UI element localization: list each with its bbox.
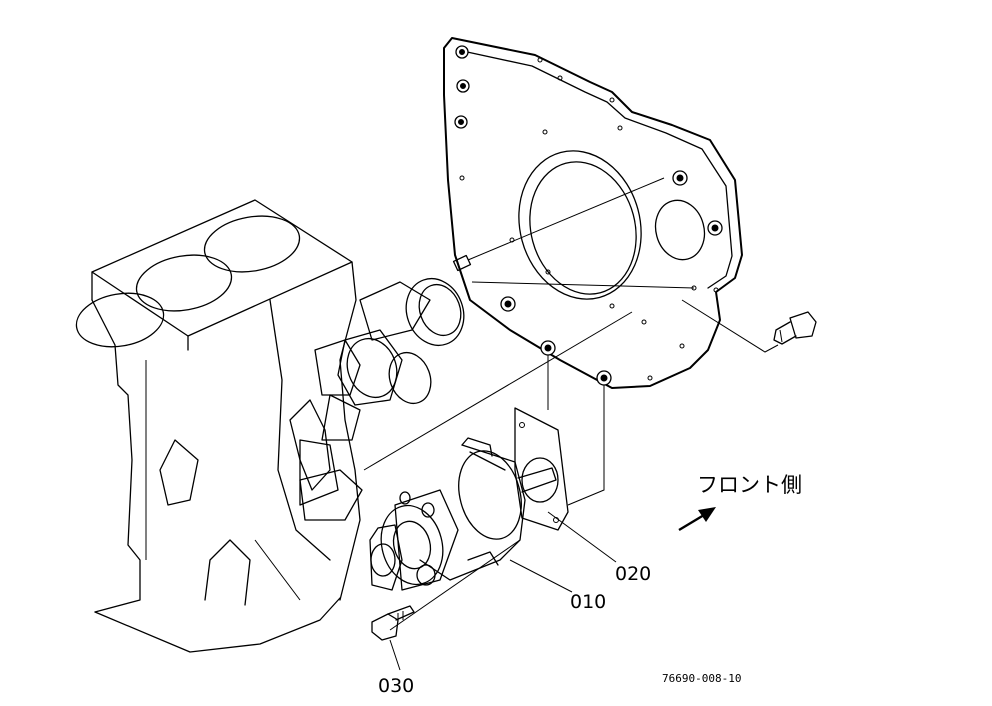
crankshaft	[299, 254, 472, 506]
arrow-up-right-icon	[678, 507, 716, 532]
direction-label: フロント側	[697, 473, 802, 497]
bolt-030	[371, 605, 415, 641]
housing-bolt	[773, 311, 817, 345]
leader-030	[389, 639, 401, 671]
callout-010: 010	[570, 591, 606, 613]
flywheel-housing-plate	[443, 37, 743, 389]
callout-020: 020	[615, 563, 651, 585]
alignment-lines	[363, 177, 779, 631]
leader-010	[509, 559, 573, 593]
starter-motor	[369, 407, 569, 591]
callout-030: 030	[378, 675, 414, 697]
drawing-code: 76690-008-10	[662, 672, 741, 685]
engine-block	[75, 199, 363, 653]
leader-020	[547, 511, 617, 563]
